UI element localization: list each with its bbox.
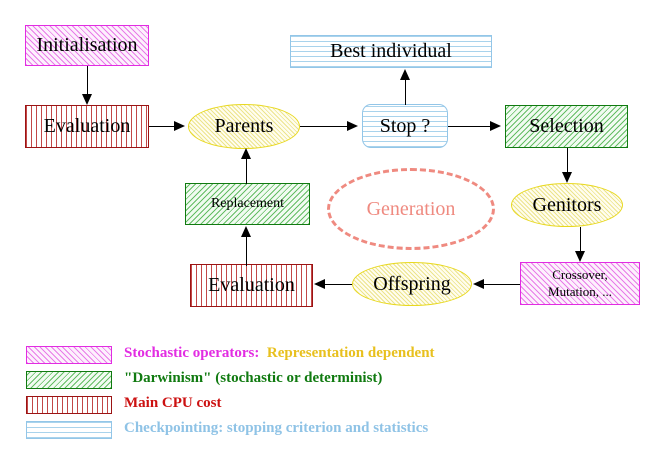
legend-label-checkpointing: Checkpointing: stopping criterion and st…: [124, 420, 429, 436]
edge-genitors-crossover-arrowhead: [575, 251, 585, 262]
legend-label-stochastic: Stochastic operators: Representation dep…: [124, 345, 435, 362]
node-evaluation-top-label: Evaluation: [43, 115, 131, 137]
node-stop: Stop ?: [362, 104, 448, 148]
node-evaluation-bottom-label: Evaluation: [208, 274, 295, 296]
node-initialisation-label: Initialisation: [36, 34, 138, 56]
edge-evaluation-parents-arrowhead: [174, 121, 185, 131]
legend-swatch-cpu-cost: [26, 396, 112, 414]
node-parents-label: Parents: [214, 115, 274, 137]
node-generation: Generation: [327, 168, 495, 250]
node-offspring: Offspring: [352, 262, 472, 306]
edge-crossover-offspring-arrowhead: [473, 279, 484, 289]
edge-stop-selection-arrowhead: [490, 121, 501, 131]
edge-offspring-evaluation-arrowhead: [314, 279, 325, 289]
legend-swatch-checkpointing: [26, 421, 112, 439]
edge-initialisation-evaluation-arrowhead: [82, 94, 92, 105]
edge-stop-best-individual-arrowhead: [400, 69, 410, 80]
node-genitors-label: Genitors: [532, 193, 602, 216]
legend-label-darwinism: "Darwinism" (stochastic or determinist): [124, 370, 383, 386]
legend-label-stochastic-secondary: Representation dependent: [266, 345, 435, 361]
legend-swatch-darwinism: [26, 371, 112, 389]
node-evaluation-bottom: Evaluation: [190, 264, 313, 307]
edge-evaluation-replacement-arrowhead: [241, 226, 251, 237]
edge-stop-best-individual: [405, 80, 406, 105]
node-crossover-mutation-label: Crossover, Mutation, ...: [548, 267, 612, 299]
edge-initialisation-evaluation: [87, 66, 88, 97]
node-crossover-mutation: Crossover, Mutation, ...: [520, 262, 640, 305]
node-replacement-label: Replacement: [210, 195, 285, 211]
edge-crossover-offspring: [484, 284, 520, 285]
node-parents: Parents: [188, 104, 300, 149]
node-generation-label: Generation: [366, 197, 456, 220]
node-selection-label: Selection: [529, 115, 604, 137]
node-evaluation-top: Evaluation: [25, 105, 149, 148]
edge-replacement-parents-arrowhead: [241, 148, 251, 159]
edge-offspring-evaluation: [325, 284, 352, 285]
node-replacement: Replacement: [185, 183, 310, 225]
edge-evaluation-parents: [149, 126, 175, 127]
edge-selection-genitors: [567, 148, 568, 175]
edge-parents-stop-arrowhead: [347, 121, 358, 131]
node-initialisation: Initialisation: [25, 25, 149, 66]
node-genitors: Genitors: [511, 183, 623, 227]
node-selection: Selection: [505, 105, 628, 148]
legend-label-stochastic-primary: Stochastic operators:: [124, 345, 260, 361]
edge-selection-genitors-arrowhead: [562, 172, 572, 183]
edge-genitors-crossover: [580, 227, 581, 253]
edge-stop-selection: [448, 126, 492, 127]
edge-parents-stop: [300, 126, 348, 127]
node-best-individual-label: Best individual: [330, 40, 452, 62]
node-offspring-label: Offspring: [373, 272, 451, 295]
node-best-individual: Best individual: [290, 35, 492, 68]
edge-evaluation-replacement: [246, 236, 247, 266]
legend-label-cpu-cost: Main CPU cost: [124, 395, 222, 411]
legend-swatch-stochastic: [26, 346, 112, 364]
edge-replacement-parents: [246, 159, 247, 184]
node-stop-label: Stop ?: [379, 114, 431, 137]
